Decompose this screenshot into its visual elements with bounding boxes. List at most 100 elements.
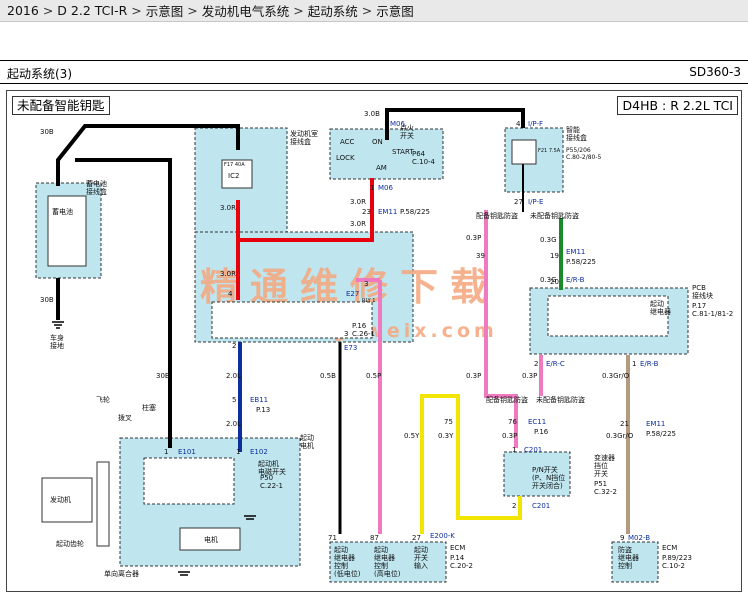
note-engine: D4HB : R 2.2L TCI xyxy=(617,96,738,115)
pin-1d: 1 xyxy=(512,446,516,454)
label-smart-junction: 智能接线盒 xyxy=(566,125,587,142)
label-engine: 发动机 xyxy=(50,495,71,504)
smart-fuse-shape xyxy=(511,139,537,165)
label-ecm-pin-low: 起动继电器控制(低电位) xyxy=(334,545,361,578)
label-e-r-b: E/R-B xyxy=(640,360,659,368)
breadcrumb-starting-system[interactable]: 起动系统 xyxy=(307,4,358,19)
label-starter: 起动电机 xyxy=(300,433,314,450)
engine-block xyxy=(41,477,93,523)
label-battery: 蓄电池 xyxy=(52,207,73,216)
label-ec11-ref: P.16 xyxy=(534,428,549,436)
pin-2c: 2 xyxy=(534,360,538,368)
label-ecm-left: ECM xyxy=(450,544,465,552)
label-trans-range: 变速器挡位开关 xyxy=(594,453,615,478)
wire-label-05b: 0.5B xyxy=(320,372,336,380)
label-ecm-right-pin: 防盗继电器控制 xyxy=(618,545,639,570)
wire-label-03g-b: 0.3G xyxy=(540,276,557,284)
pin-2: 2 xyxy=(232,342,236,350)
wire-label-03p-a: 0.3P xyxy=(466,234,481,242)
label-key-relay-1: 配备钥匙防盗 xyxy=(476,211,518,220)
breadcrumb-model[interactable]: D 2.2 TCI-R xyxy=(57,3,128,18)
label-eb11: EB11 xyxy=(250,396,268,404)
label-e102: E102 xyxy=(250,448,268,456)
pin-4: 4 xyxy=(516,120,521,128)
wire-label-20l-a: 2.0L xyxy=(226,372,241,380)
wire-30b-to-starter xyxy=(75,158,172,448)
breadcrumb-engine-electric[interactable]: 发动机电气系统 xyxy=(201,4,290,19)
wire-label-30r-d: 3.0R xyxy=(350,220,366,228)
label-m06-2: M06 xyxy=(378,184,393,192)
diagram-frame xyxy=(6,90,742,592)
label-start-relay: 起动继电器 xyxy=(650,299,671,316)
label-em11-2-ref: P.58/225 xyxy=(566,258,596,266)
pn-switch-box xyxy=(503,451,571,497)
wire-label-03p-d: 0.3P xyxy=(522,372,537,380)
wire-label-20l-b: 2.0L xyxy=(226,420,241,428)
wire-label-30b-a: 30B xyxy=(40,128,54,136)
label-relay-tag: RLY 1 xyxy=(362,298,375,304)
label-ground: 车身接地 xyxy=(50,333,64,350)
pin-3: 3 xyxy=(344,330,348,338)
pin-9: 9 xyxy=(620,534,624,542)
ecm-right-box xyxy=(611,541,659,583)
label-motor: 电机 xyxy=(204,535,218,544)
label-ign-acc: ACC xyxy=(340,138,355,146)
breadcrumb-year[interactable]: 2016 xyxy=(7,3,39,18)
wire-05y xyxy=(420,394,522,534)
label-c201-2: C201 xyxy=(532,502,550,510)
label-plunger: 柱塞 xyxy=(142,403,156,412)
wire-label-03p-b: 0.3P xyxy=(466,372,481,380)
label-ecm-right: ECM xyxy=(662,544,677,552)
label-battery-box: 蓄电池接线盒 xyxy=(86,179,107,196)
wire-label-30b-ign: 3.0B xyxy=(364,110,380,118)
pin-4b: 4 xyxy=(228,290,233,298)
pin-87: 87 xyxy=(370,534,379,542)
label-engine-junction: 发动机室接线盒 xyxy=(290,129,318,146)
immobilizer-relay xyxy=(547,295,669,337)
label-e-r-c: E/R-C xyxy=(546,360,565,368)
diagram-header: 起动系统(3) SD360-3 xyxy=(0,60,748,84)
wire-30r-main xyxy=(236,178,374,242)
wire-label-30r-b: 3.0R xyxy=(220,270,236,278)
pin-39: 39 xyxy=(476,252,485,260)
label-pn-switch: P/N开关(P、N挡位开关闭合) xyxy=(532,465,565,490)
breadcrumb-current: 示意图 xyxy=(376,4,414,19)
ground-symbol xyxy=(52,321,256,576)
wire-label-03gro-b: 0.3Gr/O xyxy=(606,432,634,440)
pin-1: 1 xyxy=(370,184,374,192)
wire-label-30b-c: 30B xyxy=(156,372,170,380)
wire-30b-battery-to-fuse xyxy=(56,124,240,186)
label-e200k: E200-K xyxy=(430,532,455,540)
label-m06-1: M06 xyxy=(390,120,405,128)
pin-27: 27 xyxy=(514,198,523,206)
label-em11-1: EM11 xyxy=(378,208,397,216)
label-m02b: M02-B xyxy=(628,534,650,542)
label-ecm-pin-high: 起动继电器控制(高电位) xyxy=(374,545,401,578)
label-em11-2: EM11 xyxy=(566,248,585,256)
wire-label-05p: 0.5P xyxy=(366,372,381,380)
pin-1c: 1 xyxy=(236,448,240,456)
label-c201-1: C201 xyxy=(524,446,542,454)
label-smart-fuse: F21 7.5A xyxy=(538,148,561,154)
label-key-relay-4: 未配备钥匙防盗 xyxy=(536,395,585,404)
diagram-code: SD360-3 xyxy=(689,65,741,79)
label-e101: E101 xyxy=(178,448,196,456)
motor-shape xyxy=(179,527,241,551)
label-ign-start: START xyxy=(392,148,414,156)
label-starter-sw: 起动机电磁开关 xyxy=(258,459,286,476)
breadcrumb-schematic[interactable]: 示意图 xyxy=(145,4,184,19)
label-ign-on: ON xyxy=(372,138,383,146)
label-ign-am: AM xyxy=(376,164,387,172)
wire-03p-left xyxy=(484,210,518,448)
label-ip-f: I/P-F xyxy=(528,120,543,128)
label-fork: 拨叉 xyxy=(118,413,132,422)
